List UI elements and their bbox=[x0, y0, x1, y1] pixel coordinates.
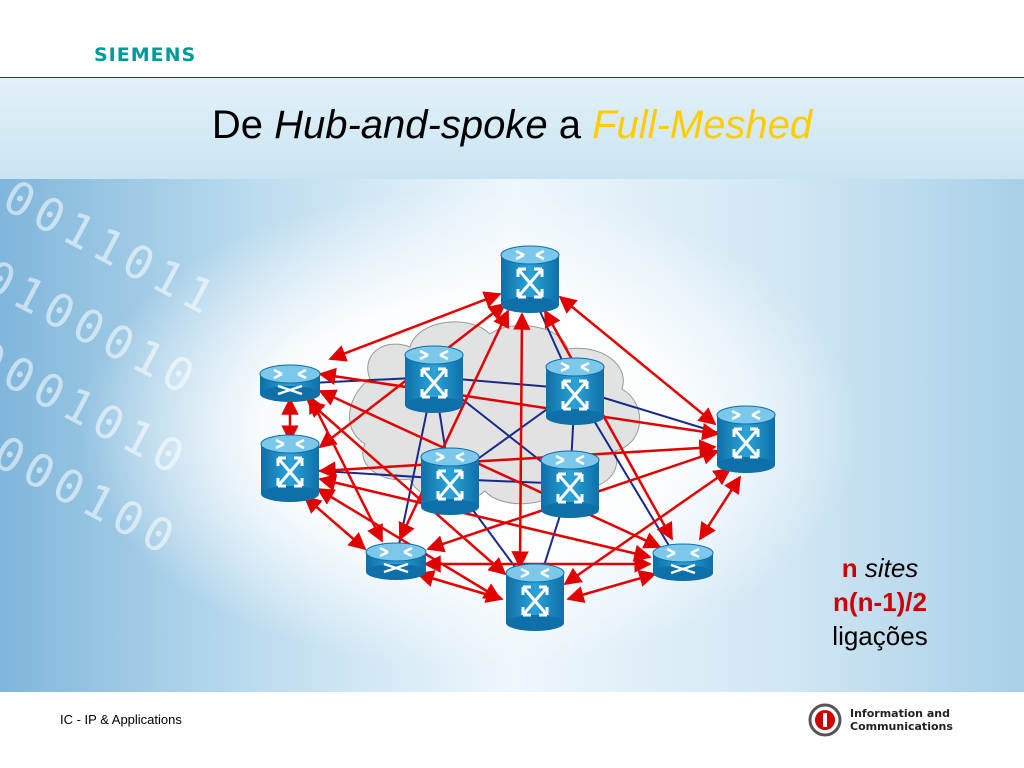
router-left-lower bbox=[259, 433, 321, 504]
caption-line-sites: n sites bbox=[790, 551, 970, 585]
footer-left-text: IC - IP & Applications bbox=[60, 712, 182, 727]
caption-n: n bbox=[841, 553, 858, 583]
ic-logo-line1: Information and bbox=[850, 707, 950, 720]
caption-sites: sites bbox=[857, 553, 919, 583]
router-cloud-2 bbox=[544, 356, 606, 427]
router-cloud-1 bbox=[403, 344, 465, 415]
router-cloud-4 bbox=[539, 449, 601, 520]
router-left-upper bbox=[258, 363, 322, 404]
mesh-formula-caption: n sites n(n-1)/2 ligações bbox=[790, 551, 970, 653]
title-text-a: a bbox=[547, 103, 593, 147]
title-text-full-meshed: Full-Meshed bbox=[592, 103, 813, 147]
title-band: De Hub-and-spoke a Full-Meshed bbox=[0, 77, 1024, 180]
router-bottom-left bbox=[364, 541, 428, 582]
full-mesh-diagram bbox=[258, 244, 777, 633]
title-text-hub-and-spoke: Hub-and-spoke bbox=[274, 103, 548, 147]
router-bottom-right bbox=[651, 542, 715, 583]
siemens-logo: SIEMENS bbox=[94, 44, 197, 66]
caption-formula: n(n-1)/2 bbox=[833, 587, 927, 617]
ic-logo: Information and Communications bbox=[808, 703, 953, 737]
ic-logo-text: Information and Communications bbox=[850, 707, 953, 733]
full-mesh-links bbox=[281, 291, 742, 604]
router-right bbox=[715, 404, 777, 475]
router-top bbox=[499, 244, 561, 315]
router-cloud-3 bbox=[419, 446, 481, 517]
title-text-de: De bbox=[211, 103, 275, 147]
caption-links: ligações bbox=[832, 621, 928, 651]
slide-title: De Hub-and-spoke a Full-Meshed bbox=[0, 100, 1024, 150]
ic-logo-line2: Communications bbox=[850, 720, 953, 733]
ic-logo-icon bbox=[808, 703, 842, 737]
router-bottom-center bbox=[504, 562, 566, 633]
